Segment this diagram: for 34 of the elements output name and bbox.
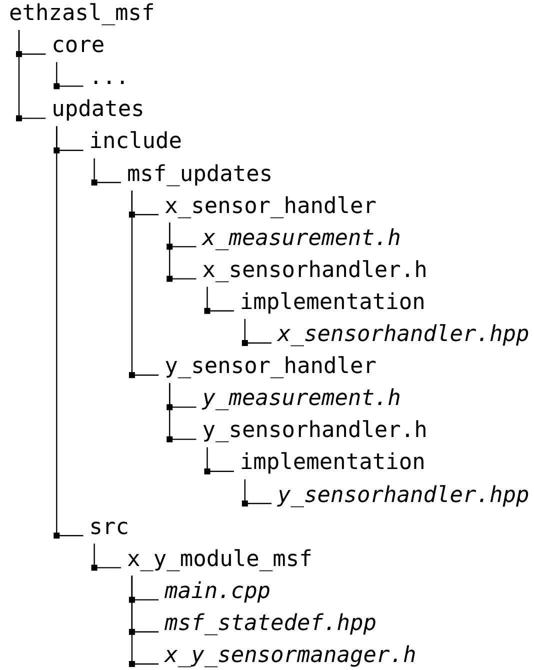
folder-name: msf_updates xyxy=(120,160,273,188)
file-name: x_sensorhandler.hpp xyxy=(272,321,530,349)
tree-connector xyxy=(128,190,159,378)
tree-connector xyxy=(166,383,196,442)
folder-name: implementation xyxy=(234,288,426,317)
folder-name: ... xyxy=(83,64,130,92)
folder-name: implementation xyxy=(234,449,426,478)
folder-name: ethzasl_msf xyxy=(3,0,155,28)
file-name: x_y_sensormanager.h xyxy=(158,642,416,670)
file-name: x_measurement.h xyxy=(196,224,401,253)
tree-connector xyxy=(54,126,84,539)
file-name: msf_statedef.hpp xyxy=(158,610,377,638)
folder-name: x_sensorhandler.h xyxy=(196,256,428,285)
tree-connector xyxy=(204,286,234,314)
tree-connector xyxy=(16,30,46,122)
tree-connector xyxy=(91,158,121,186)
file-name: main.cpp xyxy=(158,578,271,606)
folder-name: updates xyxy=(46,96,144,124)
folder-name: src xyxy=(83,514,130,542)
tree-connector xyxy=(128,576,159,667)
tree-connector xyxy=(242,479,272,506)
folder-name: core xyxy=(46,32,105,60)
file-name: y_measurement.h xyxy=(196,385,401,414)
tree-connector xyxy=(204,447,234,474)
folder-name: x_y_module_msf xyxy=(120,546,312,574)
tree-connector xyxy=(54,62,84,90)
folder-name: x_sensor_handler xyxy=(158,192,377,221)
folder-name: include xyxy=(83,128,182,156)
folder-name: y_sensorhandler.h xyxy=(196,417,428,446)
folder-name: y_sensor_handler xyxy=(158,353,377,382)
tree-connector xyxy=(91,544,121,571)
tree-connector xyxy=(166,222,196,282)
tree-connector xyxy=(242,318,272,346)
file-name: y_sensorhandler.hpp xyxy=(272,482,530,510)
